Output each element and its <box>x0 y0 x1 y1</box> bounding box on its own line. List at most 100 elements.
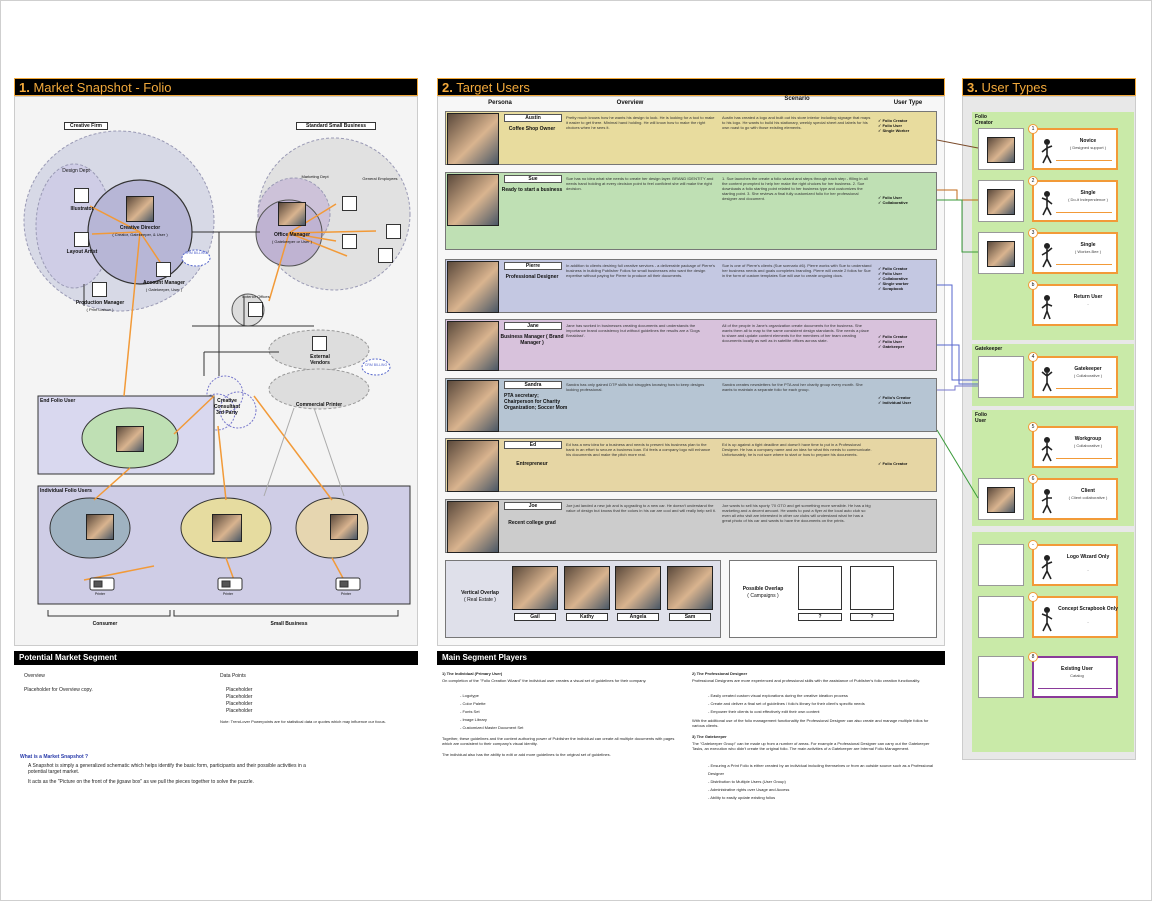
vo-name-kathy: Kathy <box>566 613 608 621</box>
card-divider <box>1056 160 1112 161</box>
label-printer-3: Printer <box>340 592 352 596</box>
label-account-manager-sub: ( Gatekeeper, User ) <box>145 287 183 292</box>
card-number: - <box>1028 540 1038 550</box>
players-col2-heading: 2) The Professional Designer <box>692 671 748 676</box>
what-snapshot-body-2: It acts as the "Picture on the front of … <box>28 779 254 785</box>
persona-user-types: ✓ Folio User✓ Collaborative <box>878 195 908 205</box>
user-type-card-gatekeeper[interactable]: 4 Gatekeeper ( Collaborative ) <box>1028 352 1118 398</box>
crm-billing-oval-1 <box>181 249 211 267</box>
card-name: Logo Wizard Only <box>1066 554 1110 560</box>
data-points-note: Note: Trend-over Powerpoints are for sta… <box>220 719 386 724</box>
creative-director-photo <box>126 196 154 222</box>
card-number: b <box>1028 280 1038 290</box>
players-col1-body3: The individual also has the ability to e… <box>442 752 611 757</box>
user-type-card-logo-wizard[interactable]: - Logo Wizard Only - <box>1028 540 1118 586</box>
vo-name-sam: Sam <box>669 613 711 621</box>
label-account-manager: Account Manager <box>143 280 185 286</box>
persona-scenario: Sue is one of Pierre's clients (Sue scen… <box>722 263 872 278</box>
persona-user-types: ✓ Folio Creator <box>878 461 908 466</box>
players-col3-body: The "Gatekeeper Group" can be made up fr… <box>692 741 930 751</box>
data-point-4: Placeholder <box>226 708 253 714</box>
label-illustrator: Illustrator <box>70 206 94 212</box>
label-printer-2: Printer <box>222 592 234 596</box>
market-diagram <box>23 130 411 617</box>
persona-name: Austin <box>504 114 562 122</box>
players-col3-list: - Ensuring a Print Folio is either creat… <box>708 763 934 800</box>
user-type-card-workgroup[interactable]: 5 Workgroup ( Collaborative ) <box>1028 422 1118 468</box>
card-name: Single <box>1080 242 1096 248</box>
card-number: 6 <box>1028 474 1038 484</box>
card-sub: - <box>1087 301 1089 306</box>
persona-photo <box>447 440 499 492</box>
card-sub: ( Client collaborative ) <box>1068 495 1108 500</box>
label-creative-firm: Creative Firm <box>64 122 108 130</box>
stick-figure-icon <box>1041 607 1053 632</box>
external-vendors-box <box>312 336 327 351</box>
persona-name: Sandra <box>504 381 562 389</box>
user-type-card-single-independence[interactable]: 2 Single ( Do-it Independence ) <box>1028 176 1118 222</box>
type-photo-1 <box>987 137 1015 163</box>
persona-overview: Pretty much knows how he wants his desig… <box>566 115 715 130</box>
persona-row-pierre: Pierre Professional Designer In addition… <box>445 259 937 313</box>
po-label-2: ? <box>850 613 894 621</box>
card-sub: ( Worker-Bee ) <box>1074 249 1102 254</box>
players-col1-body2: Together, these guidelines and the conte… <box>442 736 675 746</box>
folio-user-photo-3 <box>330 514 358 540</box>
type-photo-3 <box>987 241 1015 267</box>
user-type-card-return-user[interactable]: b Return User - <box>1028 280 1118 326</box>
label-possible-overlap: Possible Overlap <box>742 586 784 592</box>
user-type-card-client[interactable]: 6 Client ( Client collaborative ) <box>1028 474 1118 520</box>
user-type-card-single-worker[interactable]: 3 Single ( Worker-Bee ) <box>1028 228 1118 274</box>
type-connectors <box>937 139 979 499</box>
players-col2-list: - Easily created custom visual explorati… <box>708 693 865 714</box>
persona-user-types: ✓ Folio Creator✓ Folio User✓ Single Work… <box>878 118 910 133</box>
label-creative-consultant: Creative Consultant 3rd Party <box>213 398 241 416</box>
persona-role: Entrepreneur <box>516 461 548 467</box>
po-box-2 <box>850 566 894 610</box>
persona-overview: Sue has no idea what she needs to create… <box>566 176 714 191</box>
label-commercial-printer: Commercial Printer <box>295 402 343 408</box>
label-creative-director: Creative Director <box>119 225 161 231</box>
potential-market-bar: Potential Market Segment <box>14 651 418 665</box>
persona-photo <box>447 113 499 165</box>
persona-row-jane: Jane Business Manager ( Brand Manager ) … <box>445 319 937 371</box>
card-sub: ( Collaborative ) <box>1073 373 1103 378</box>
persona-role: Coffee Shop Owner <box>508 126 556 132</box>
type-photo-box-4 <box>978 356 1024 398</box>
label-vertical-overlap-sub: ( Real Estate ) <box>464 597 496 603</box>
header-user-type: User Type <box>893 100 923 106</box>
employee-box-4 <box>378 248 393 263</box>
header-persona: Persona <box>488 100 512 106</box>
consultant-circle-b <box>219 391 257 429</box>
section-title-market: 1. Market Snapshot - Folio <box>14 78 418 96</box>
type-photo-box-6 <box>978 544 1024 586</box>
persona-scenario: Sandra creates newsletters for the PTA a… <box>722 382 863 392</box>
main-segment-bar: Main Segment Players <box>437 651 945 665</box>
employee-box-3 <box>386 224 401 239</box>
user-type-card-novice[interactable]: 1 Novice ( Designed support ) <box>1028 124 1118 170</box>
label-creative-director-sub: ( Creator, Gatekeeper, & User ) <box>112 232 168 237</box>
card-number: - <box>1028 592 1038 602</box>
type-photo-box-5 <box>978 478 1024 520</box>
label-office-manager-sub: ( Gatekeeper or User ) <box>271 239 312 244</box>
user-type-card-existing-user[interactable]: 8 Existing User Catalog <box>1028 652 1118 698</box>
data-point-3: Placeholder <box>226 701 253 707</box>
type-photo-box-2 <box>978 180 1024 222</box>
user-type-card-concept-scrapbook[interactable]: - Concept Scrapbook Only - <box>1028 592 1118 638</box>
what-snapshot-body: A Snapshot is simply a generalized schem… <box>28 763 306 775</box>
persona-name: Sue <box>504 175 562 183</box>
persona-row-sue: Sue Ready to start a business Sue has no… <box>445 172 937 250</box>
type-photo-box-8 <box>978 656 1024 698</box>
persona-name: Jane <box>504 322 562 330</box>
stick-figure-icon <box>1041 243 1053 268</box>
label-consumer: Consumer <box>92 621 118 627</box>
persona-role: Recent college grad <box>508 520 556 526</box>
card-divider <box>1056 388 1112 389</box>
persona-scenario: Austin has created a logo and built out … <box>722 115 871 130</box>
header-overview: Overview <box>616 100 644 106</box>
players-col3-heading: 3) The Gatekeeper <box>692 734 727 739</box>
label-small-business-footer: Small Business <box>270 621 308 627</box>
card-name: Return User <box>1073 294 1103 300</box>
persona-photo <box>447 261 499 313</box>
data-point-2: Placeholder <box>226 694 253 700</box>
